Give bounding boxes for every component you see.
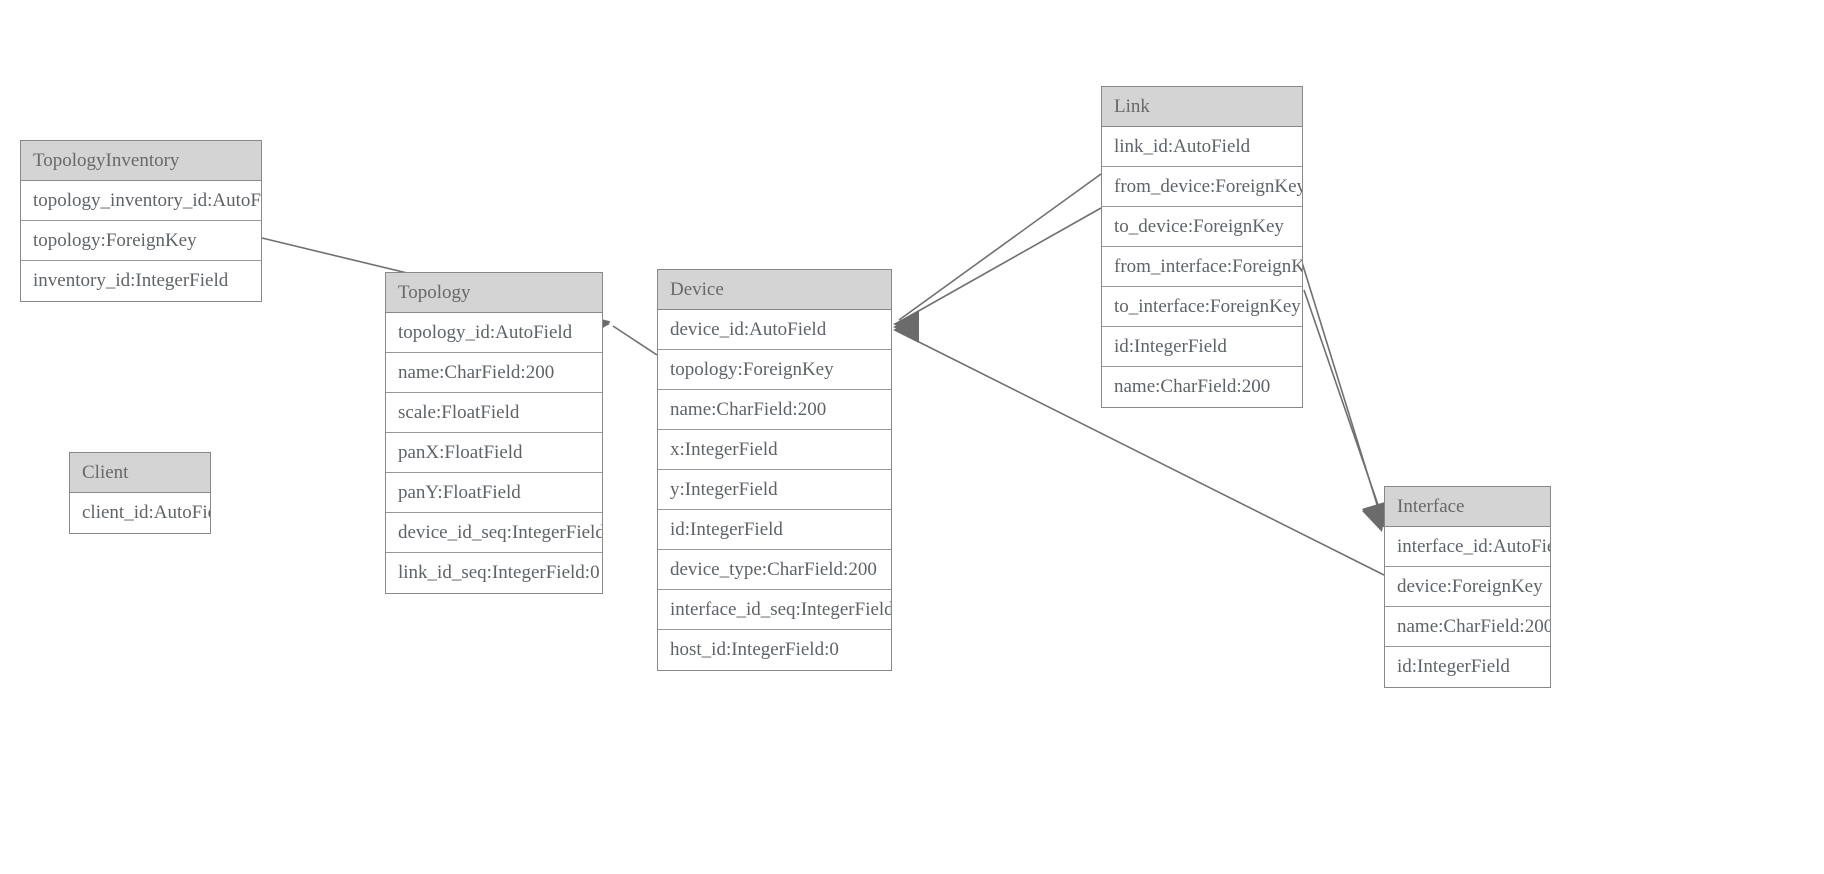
entity-field: topology_id:AutoField bbox=[386, 313, 602, 353]
entity-field: name:CharField:200 bbox=[1385, 607, 1550, 647]
relationship-arrowhead bbox=[893, 317, 919, 343]
entity-field: device_id_seq:IntegerField:0 bbox=[386, 513, 602, 553]
entity-device[interactable]: Device device_id:AutoField topology:Fore… bbox=[657, 269, 892, 671]
entity-field-list: link_id:AutoField from_device:ForeignKey… bbox=[1102, 127, 1302, 407]
entity-field: interface_id_seq:IntegerField:0 bbox=[658, 590, 891, 630]
entity-field: name:CharField:200 bbox=[1102, 367, 1302, 407]
entity-topology[interactable]: Topology topology_id:AutoField name:Char… bbox=[385, 272, 603, 594]
entity-field: name:CharField:200 bbox=[658, 390, 891, 430]
entity-field: device_type:CharField:200 bbox=[658, 550, 891, 590]
entity-field: y:IntegerField bbox=[658, 470, 891, 510]
entity-field: link_id_seq:IntegerField:0 bbox=[386, 553, 602, 593]
entity-field: topology_inventory_id:AutoField bbox=[21, 181, 261, 221]
entity-field: interface_id:AutoField bbox=[1385, 527, 1550, 567]
entity-field: id:IntegerField bbox=[658, 510, 891, 550]
entity-title: Client bbox=[70, 453, 210, 493]
relationship-line bbox=[898, 173, 1102, 321]
entity-field: scale:FloatField bbox=[386, 393, 602, 433]
entity-title: Topology bbox=[386, 273, 602, 313]
entity-title: Device bbox=[658, 270, 891, 310]
entity-field: panY:FloatField bbox=[386, 473, 602, 513]
relationship-line bbox=[898, 207, 1102, 323]
entity-field: x:IntegerField bbox=[658, 430, 891, 470]
entity-field-list: interface_id:AutoField device:ForeignKey… bbox=[1385, 527, 1550, 687]
entity-field: from_device:ForeignKey bbox=[1102, 167, 1302, 207]
entity-field: from_interface:ForeignKey bbox=[1102, 247, 1302, 287]
entity-field: client_id:AutoField bbox=[70, 493, 210, 533]
entity-title: Interface bbox=[1385, 487, 1550, 527]
entity-client[interactable]: Client client_id:AutoField bbox=[69, 452, 211, 534]
entity-field-list: topology_inventory_id:AutoField topology… bbox=[21, 181, 261, 301]
entity-field: host_id:IntegerField:0 bbox=[658, 630, 891, 670]
entity-link[interactable]: Link link_id:AutoField from_device:Forei… bbox=[1101, 86, 1303, 408]
relationship-line bbox=[1299, 255, 1385, 528]
entity-topologyinventory[interactable]: TopologyInventory topology_inventory_id:… bbox=[20, 140, 262, 302]
entity-interface[interactable]: Interface interface_id:AutoField device:… bbox=[1384, 486, 1551, 688]
entity-field: id:IntegerField bbox=[1385, 647, 1550, 687]
relationship-line bbox=[1303, 289, 1387, 529]
entity-field: device:ForeignKey bbox=[1385, 567, 1550, 607]
entity-field: inventory_id:IntegerField bbox=[21, 261, 261, 301]
entity-title: TopologyInventory bbox=[21, 141, 261, 181]
entity-field: name:CharField:200 bbox=[386, 353, 602, 393]
relationship-line bbox=[612, 325, 658, 356]
relationship-arrowhead bbox=[893, 314, 919, 340]
entity-field: topology:ForeignKey bbox=[21, 221, 261, 261]
entity-field: link_id:AutoField bbox=[1102, 127, 1302, 167]
relationship-arrowhead bbox=[893, 311, 919, 337]
entity-field-list: client_id:AutoField bbox=[70, 493, 210, 533]
entity-field: topology:ForeignKey bbox=[658, 350, 891, 390]
entity-field: id:IntegerField bbox=[1102, 327, 1302, 367]
entity-field-list: device_id:AutoField topology:ForeignKey … bbox=[658, 310, 891, 670]
entity-title: Link bbox=[1102, 87, 1302, 127]
entity-field: device_id:AutoField bbox=[658, 310, 891, 350]
entity-field: to_interface:ForeignKey bbox=[1102, 287, 1302, 327]
entity-field: to_device:ForeignKey bbox=[1102, 207, 1302, 247]
entity-field: panX:FloatField bbox=[386, 433, 602, 473]
entity-field-list: topology_id:AutoField name:CharField:200… bbox=[386, 313, 602, 593]
